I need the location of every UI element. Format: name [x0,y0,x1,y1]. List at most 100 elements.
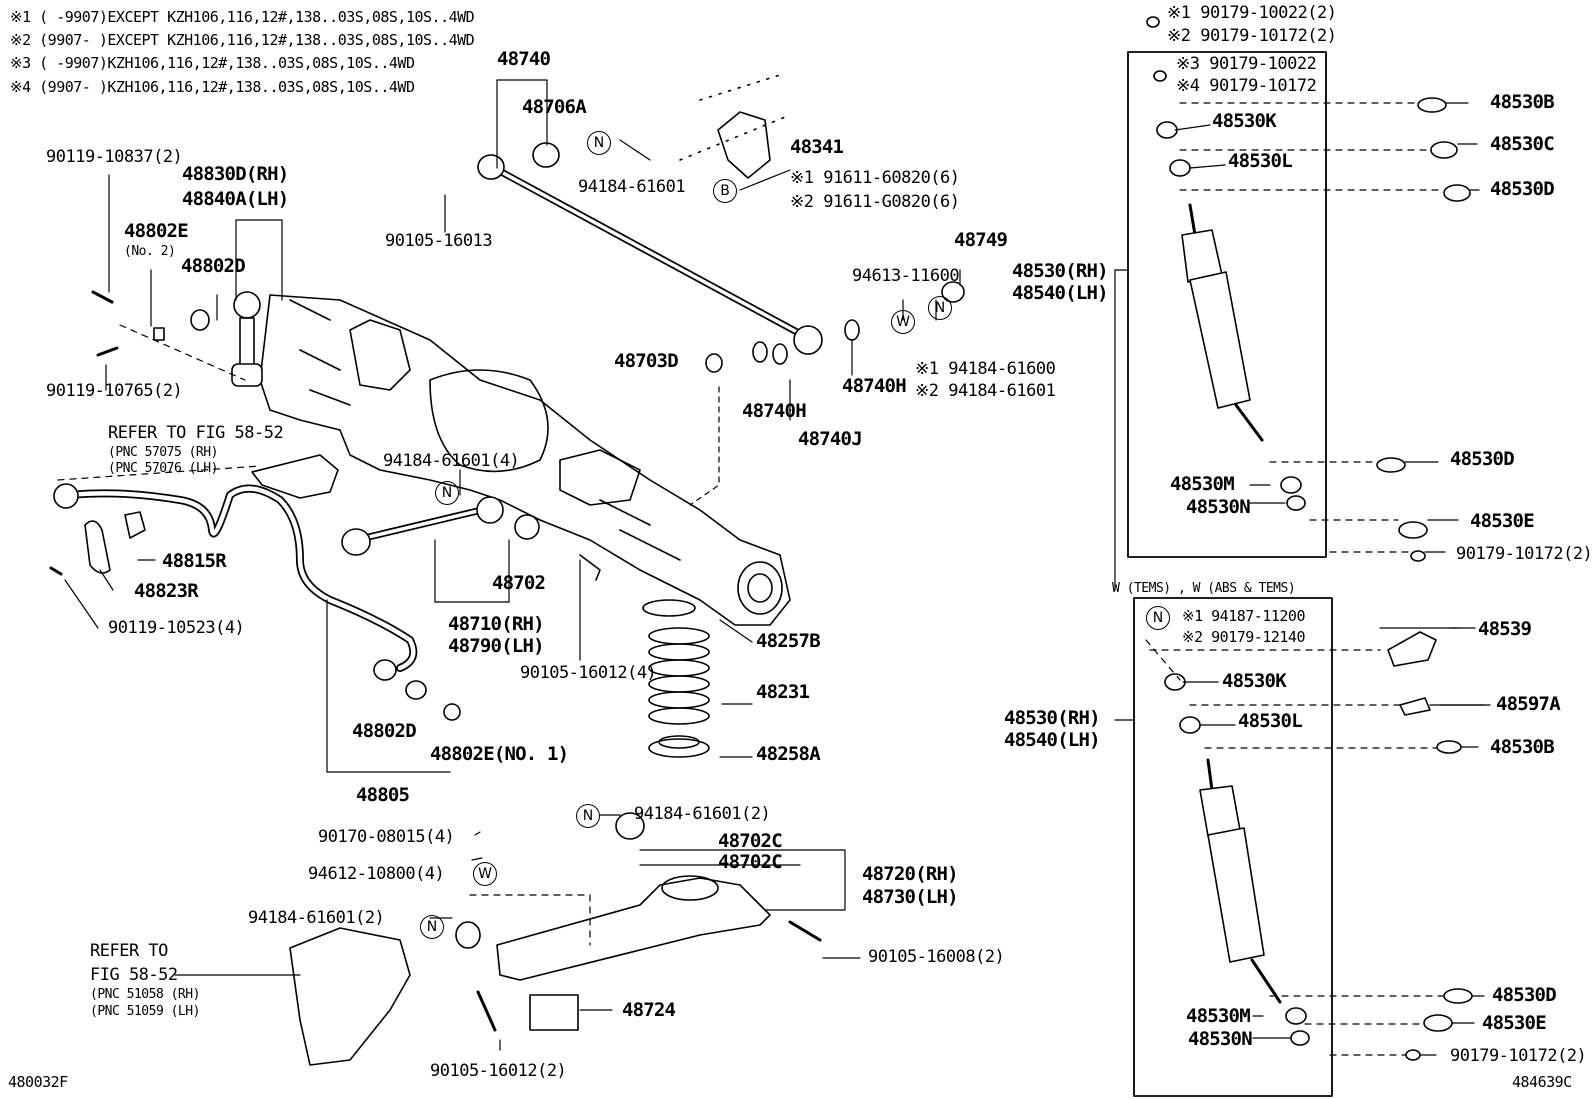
label-48740H-a[interactable]: 48740H [742,400,807,422]
label-l-48530L[interactable]: 48530L [1238,710,1303,732]
label-48740J[interactable]: 48740J [798,428,863,450]
label-u-48530E[interactable]: 48530E [1470,510,1535,532]
label-l-n2[interactable]: ※2 90179-12140 [1182,628,1305,646]
label-48730[interactable]: 48730(LH) [862,886,959,908]
label-90119-10765[interactable]: 90119-10765(2) [46,381,183,401]
label-94613[interactable]: 94613-11600 [852,266,960,286]
w-symbol-icon: W [891,310,915,334]
label-u-rh[interactable]: 48530(RH) [1012,260,1109,282]
label-48724[interactable]: 48724 [622,999,676,1021]
label-48805[interactable]: 48805 [356,784,410,806]
label-l-90179[interactable]: 90179-10172(2) [1450,1046,1587,1066]
label-90170[interactable]: 90170-08015(4) [318,827,455,847]
label-u-48530D-b[interactable]: 48530D [1450,448,1515,470]
label-48702C-a[interactable]: 48702C [718,830,783,852]
label-l-48530D[interactable]: 48530D [1492,984,1557,1006]
label-u-48530K[interactable]: 48530K [1212,110,1277,132]
label-fig58-52[interactable]: FIG 58-52 [90,965,178,985]
label-u-n4[interactable]: ※4 90179-10172 [1176,76,1317,96]
label-pnc51058: (PNC 51058 (RH) [90,987,200,1002]
label-48740[interactable]: 48740 [497,48,551,70]
label-48231[interactable]: 48231 [756,681,810,703]
label-u-48530M[interactable]: 48530M [1170,473,1235,495]
label-48790[interactable]: 48790(LH) [448,635,545,657]
label-l-48530E[interactable]: 48530E [1482,1012,1547,1034]
label-48720[interactable]: 48720(RH) [862,863,959,885]
label-48840A[interactable]: 48840A(LH) [182,188,289,210]
label-u-lh[interactable]: 48540(LH) [1012,282,1109,304]
label-48703D[interactable]: 48703D [614,350,679,372]
label-48341[interactable]: 48341 [790,136,844,158]
label-94184-61601-top[interactable]: 94184-61601 [578,177,686,197]
label-l-48539[interactable]: 48539 [1478,618,1532,640]
label-48802D-bot[interactable]: 48802D [352,720,417,742]
label-90105-16013[interactable]: 90105-16013 [385,231,493,251]
label-94184-61601-2c[interactable]: 94184-61601(2) [248,908,385,928]
arrow-leaders [1404,102,1485,1056]
n-symbol-icon: N [420,915,444,939]
n-symbol-icon: N [1146,606,1170,630]
label-90119-10523[interactable]: 90119-10523(4) [108,618,245,638]
lower-shock-box [1133,597,1333,1097]
label-48257B[interactable]: 48257B [756,630,821,652]
label-94184-61600-1[interactable]: ※1 94184-61600 [915,359,1056,379]
label-94184-61601-2b[interactable]: 94184-61601(2) [634,804,771,824]
upper-shock-absorber-shape [1146,16,1471,562]
label-pnc57076: (PNC 57076 (LH) [108,461,218,476]
label-u-48530C[interactable]: 48530C [1490,133,1555,155]
label-l-lh[interactable]: 48540(LH) [1004,729,1101,751]
label-48823R[interactable]: 48823R [134,580,199,602]
label-pnc57075: (PNC 57075 (RH) [108,445,218,460]
n-symbol-icon: N [576,804,600,828]
label-94612[interactable]: 94612-10800(4) [308,864,445,884]
label-48830D[interactable]: 48830D(RH) [182,163,289,185]
label-48802E-no1[interactable]: 48802E(NO. 1) [430,743,569,765]
label-u-90179[interactable]: 90179-10172(2) [1456,544,1592,564]
figure-code-left: 480032F [8,1073,68,1091]
label-l-48530B[interactable]: 48530B [1490,736,1555,758]
label-91611-2[interactable]: ※2 91611-G0820(6) [790,192,960,212]
label-90105-16012-4[interactable]: 90105-16012(4) [520,663,657,683]
b-symbol-icon: B [713,179,737,203]
label-91611-1[interactable]: ※1 91611-60820(6) [790,168,960,188]
lower-shock-absorber-shape [1164,631,1473,1061]
label-48702[interactable]: 48702 [492,572,546,594]
label-u-n3[interactable]: ※3 90179-10022 [1176,54,1317,74]
label-u-48530L[interactable]: 48530L [1228,150,1293,172]
label-u-n2[interactable]: ※2 90179-10172(2) [1167,26,1337,46]
label-u-n1[interactable]: ※1 90179-10022(2) [1167,3,1337,23]
label-90105-16008[interactable]: 90105-16008(2) [868,947,1005,967]
label-u-48530B[interactable]: 48530B [1490,91,1555,113]
label-l-48530N[interactable]: 48530N [1188,1028,1253,1050]
label-48749[interactable]: 48749 [954,229,1008,251]
label-refer-to[interactable]: REFER TO [90,941,168,961]
label-48802D-top[interactable]: 48802D [181,255,246,277]
dashed-leaders [57,102,1445,1056]
label-l-n1[interactable]: ※1 94187-11200 [1182,607,1305,625]
label-l-48530K[interactable]: 48530K [1222,670,1287,692]
label-48258A[interactable]: 48258A [756,743,821,765]
label-48710[interactable]: 48710(RH) [448,613,545,635]
label-u-48530D-a[interactable]: 48530D [1490,178,1555,200]
label-l-rh[interactable]: 48530(RH) [1004,707,1101,729]
label-90105-16012-2[interactable]: 90105-16012(2) [430,1061,567,1081]
label-refer-58-52a[interactable]: REFER TO FIG 58-52 [108,423,284,443]
leader-lines [64,79,1491,1051]
upper-control-rod-shape [477,142,965,373]
label-48706A[interactable]: 48706A [522,96,587,118]
bracket-lower-shape [289,927,411,1066]
label-w-header: W (TEMS) , W (ABS & TEMS) [1112,581,1296,596]
label-l-48597A[interactable]: 48597A [1496,693,1561,715]
label-48802E[interactable]: 48802E [124,220,189,242]
label-94184-61601-4[interactable]: 94184-61601(4) [383,451,520,471]
label-48740H-b[interactable]: 48740H [842,375,907,397]
label-48702C-b[interactable]: 48702C [718,851,783,873]
label-u-48530N[interactable]: 48530N [1186,496,1251,518]
bracket-48341-shape [717,111,771,179]
n-symbol-icon: N [587,131,611,155]
label-94184-61601-2[interactable]: ※2 94184-61601 [915,381,1056,401]
label-48815R[interactable]: 48815R [162,550,227,572]
label-l-48530M[interactable]: 48530M [1186,1005,1251,1027]
label-90119-10837[interactable]: 90119-10837(2) [46,147,183,167]
